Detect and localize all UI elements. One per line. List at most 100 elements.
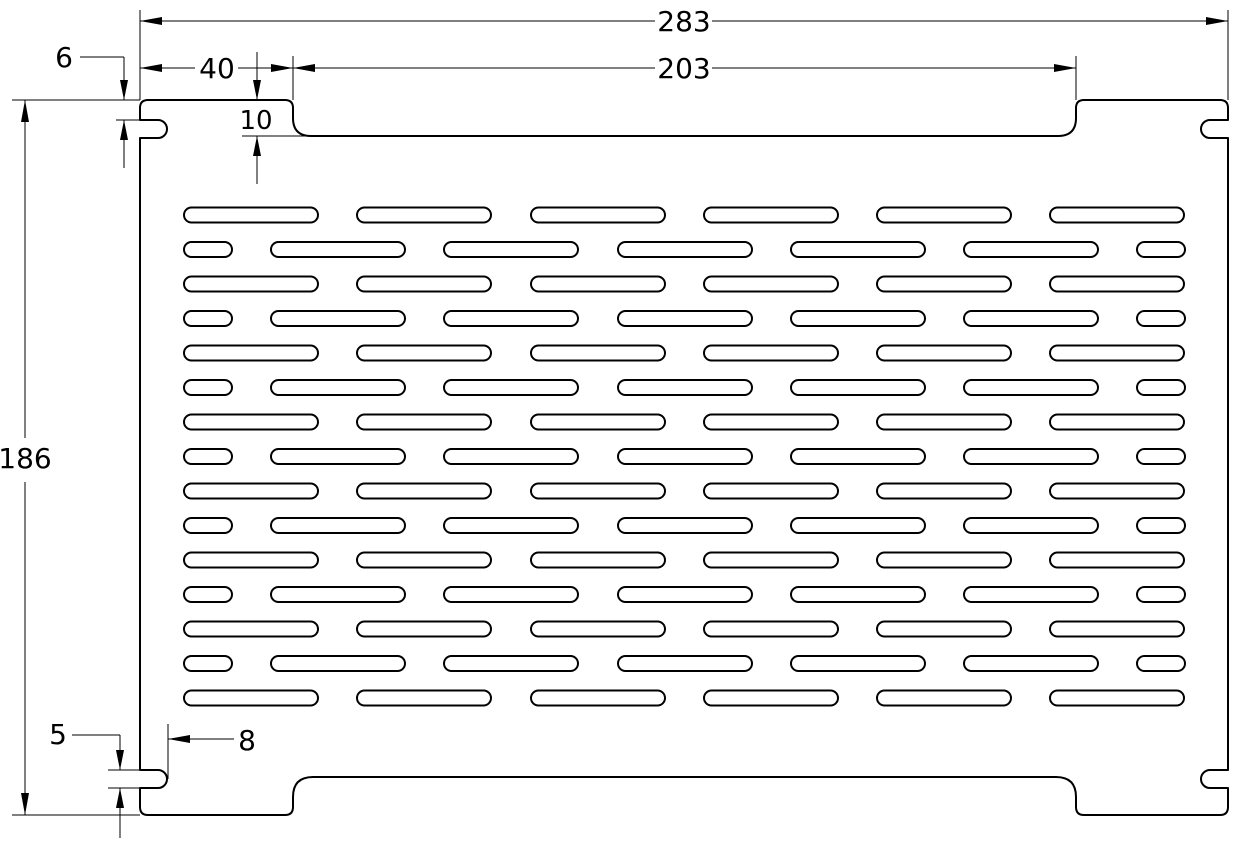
slot — [1049, 206, 1185, 224]
slot — [183, 241, 233, 258]
arrowhead — [140, 17, 162, 25]
slot — [183, 413, 319, 431]
plate-outline — [139, 99, 1229, 816]
slot — [183, 379, 233, 396]
arrowhead — [271, 64, 293, 72]
slot — [443, 241, 579, 258]
slot — [703, 689, 839, 707]
slot — [530, 206, 666, 224]
arrowhead — [168, 735, 190, 743]
slot — [1136, 310, 1186, 327]
dimension-label-8: 8 — [238, 724, 256, 757]
slot — [790, 517, 926, 534]
arrowhead — [116, 788, 124, 808]
dimension-notch-depth: 10 — [239, 52, 311, 184]
dimension-overall-height: 186 — [0, 99, 140, 816]
arrowhead — [116, 750, 124, 770]
slot — [617, 379, 753, 396]
dimension-slot-offset-vertical: 5 — [49, 718, 140, 838]
slot — [183, 586, 233, 603]
dimension-label-40: 40 — [199, 52, 235, 85]
dimension-label-186: 186 — [0, 442, 52, 475]
slot — [1049, 413, 1185, 431]
slot — [876, 344, 1012, 362]
dimension-label-6: 6 — [55, 41, 73, 74]
slot — [356, 344, 492, 362]
slot — [443, 310, 579, 327]
slot — [1136, 517, 1186, 534]
dimension-top-offset: 6 — [55, 41, 140, 168]
slot — [530, 620, 666, 638]
dimension-notch-width: 203 — [293, 52, 1077, 100]
slot — [703, 275, 839, 293]
slot — [1049, 551, 1185, 569]
slot — [1049, 482, 1185, 500]
slot — [790, 448, 926, 465]
slot — [617, 655, 753, 672]
slot — [1136, 448, 1186, 465]
slot — [530, 344, 666, 362]
slot — [183, 206, 319, 224]
slot — [270, 655, 406, 672]
slot — [356, 620, 492, 638]
slot — [530, 482, 666, 500]
arrowhead — [1206, 17, 1228, 25]
slot — [963, 448, 1099, 465]
dimension-label-5: 5 — [49, 718, 67, 751]
slot — [963, 586, 1099, 603]
slot — [356, 206, 492, 224]
slot — [617, 310, 753, 327]
slot — [790, 586, 926, 603]
slot — [183, 344, 319, 362]
slot — [1049, 620, 1185, 638]
arrowhead — [120, 80, 128, 100]
slot — [703, 206, 839, 224]
slot — [530, 689, 666, 707]
slot — [963, 241, 1099, 258]
arrowhead — [140, 64, 162, 72]
slot — [963, 517, 1099, 534]
slot — [183, 655, 233, 672]
slot — [963, 310, 1099, 327]
slot — [356, 689, 492, 707]
arrowhead — [253, 80, 261, 100]
slot — [703, 620, 839, 638]
slot — [1136, 241, 1186, 258]
slot — [617, 241, 753, 258]
slot — [183, 310, 233, 327]
slot — [530, 413, 666, 431]
slot — [790, 379, 926, 396]
slot — [270, 517, 406, 534]
slot — [617, 586, 753, 603]
dimension-left-offset: 40 — [140, 52, 294, 100]
slot — [356, 413, 492, 431]
dimension-slot-offset-horizontal: 8 — [167, 724, 256, 779]
dimension-label-283: 283 — [657, 5, 710, 38]
slot — [183, 620, 319, 638]
slot — [790, 241, 926, 258]
slot — [876, 413, 1012, 431]
arrowhead — [293, 64, 315, 72]
slot — [183, 551, 319, 569]
slot — [183, 517, 233, 534]
slot — [530, 275, 666, 293]
slot-pattern — [183, 206, 1186, 707]
slot — [876, 206, 1012, 224]
slot — [270, 586, 406, 603]
slot — [1136, 379, 1186, 396]
slot — [790, 655, 926, 672]
slot — [443, 448, 579, 465]
slot — [1136, 586, 1186, 603]
dimension-label-10: 10 — [239, 106, 272, 136]
slot — [876, 482, 1012, 500]
slot — [876, 689, 1012, 707]
slot — [876, 551, 1012, 569]
slot — [270, 241, 406, 258]
slot — [356, 275, 492, 293]
slot — [876, 275, 1012, 293]
slot — [876, 620, 1012, 638]
arrowhead — [253, 136, 261, 156]
slot — [790, 310, 926, 327]
slot — [183, 482, 319, 500]
